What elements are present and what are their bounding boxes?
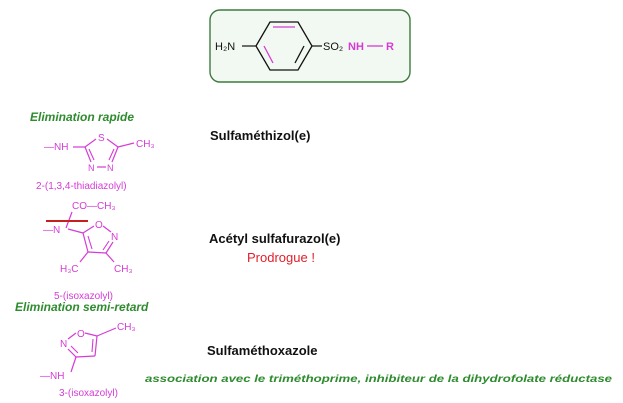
g2-ring-c4-c5-double — [87, 235, 93, 250]
heading-elimination-semi-retard: Elimination semi-retard — [15, 300, 149, 314]
g2-ring-c3-c4 — [87, 251, 107, 254]
thiadiazolyl-structure: —NH S N N CH₃ — [44, 133, 155, 173]
g3-n-label: N — [60, 339, 67, 350]
g1-caption: 2-(1,3,4-thiadiazolyl) — [36, 181, 127, 192]
core-nh-label: NH — [348, 41, 364, 53]
benzene-double-bond-3 — [294, 45, 305, 64]
core-so2-label: SO₂ — [323, 41, 343, 53]
g2-ch3-label: CH₃ — [114, 264, 133, 275]
g3-caption: 3-(isoxazolyl) — [59, 388, 118, 399]
core-structure-box — [209, 9, 411, 83]
drug-acetyl-sulfafurazole: Acétyl sulfafurazol(e) — [209, 231, 340, 246]
g1-n3-label: N — [88, 163, 95, 173]
g3-o-label: O — [77, 329, 85, 340]
g2-ring-c5-o — [82, 225, 95, 234]
g2-caption: 5-(isoxazolyl) — [54, 291, 113, 302]
drug-sulfamethizole: Sulfaméthizol(e) — [210, 128, 310, 143]
g1-ring-c2-n3-double — [88, 148, 95, 161]
g3-ring-c3-n-double — [70, 345, 79, 354]
g3-bond-ch3 — [96, 327, 117, 337]
g3-ring-c5-c4 — [94, 335, 98, 357]
g2-ring-n-c3 — [105, 241, 114, 254]
g3-ring-c3-n — [67, 348, 77, 358]
g2-n-label: —N — [43, 225, 60, 236]
g2-o-label: O — [95, 220, 103, 231]
association-note: association avec le triméthoprime, inhib… — [145, 373, 612, 385]
g3-bond-nh — [70, 356, 77, 373]
g1-s-label: S — [98, 133, 105, 144]
g1-ch3-label: CH₃ — [136, 139, 155, 150]
g2-n-ring-label: N — [111, 232, 118, 243]
core-r-label: R — [386, 41, 394, 53]
g2-bond-ch3 — [105, 252, 115, 263]
g1-ring-c2-s — [84, 138, 97, 148]
g2-ring-o-n — [102, 225, 112, 233]
g2-bond-n-c5 — [67, 228, 84, 234]
g2-co-ch3-label: CO—CH₃ — [72, 201, 116, 212]
g1-ring-c5-n4 — [111, 146, 119, 163]
g3-ring-n-o — [67, 332, 77, 340]
g1-n4-label: N — [107, 163, 114, 173]
g3-nh-label: —NH — [40, 371, 64, 382]
heading-elimination-rapide: Elimination rapide — [30, 110, 134, 124]
g1-bond-ch3 — [117, 142, 135, 148]
g2-ring-n-c3-double — [102, 240, 110, 251]
isoxazolyl-5-structure: CO—CH₃ —N O N H₃C CH₃ — [43, 201, 133, 275]
g1-ring-s-c5 — [106, 138, 119, 148]
g1-nh-label: —NH — [44, 142, 68, 153]
g1-ring-c2-n3 — [84, 146, 92, 163]
g2-bond-h3c — [79, 251, 89, 263]
g3-ring-o-c5 — [84, 332, 98, 337]
g2-ring-c4-c5 — [82, 232, 89, 253]
g3-ch3-label: CH₃ — [117, 322, 136, 333]
g2-h3c-label: H₃C — [60, 264, 79, 275]
benzene-double-bond-2 — [263, 45, 274, 64]
core-structure: H₂N SO₂ NH R — [215, 21, 394, 71]
core-h2n-label: H₂N — [215, 41, 235, 53]
isoxazolyl-3-structure: N O CH₃ —NH — [40, 322, 136, 382]
prodrug-note: Prodrogue ! — [247, 250, 315, 265]
drug-sulfamethoxazole: Sulfaméthoxazole — [207, 343, 318, 358]
g3-ring-c4-c3 — [75, 355, 96, 358]
g1-ring-c5-n4-double — [108, 148, 115, 161]
g3-ring-c5-c4-double — [91, 338, 94, 353]
